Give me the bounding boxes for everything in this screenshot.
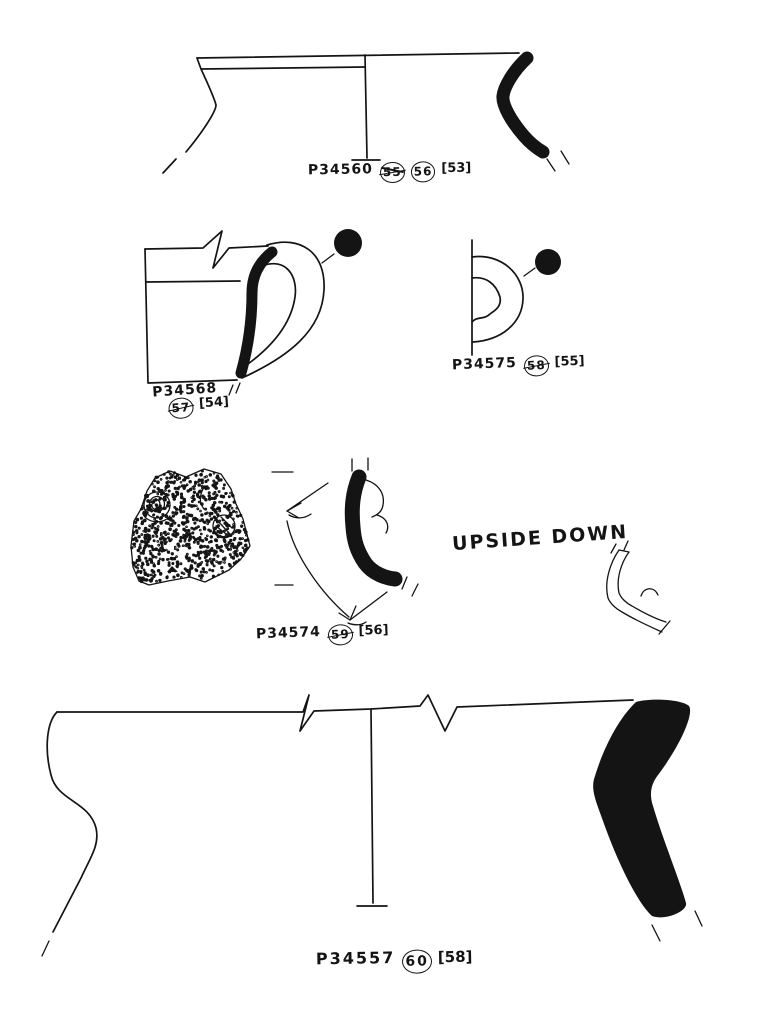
bracketed-number: [53]	[441, 160, 472, 177]
handle-outer-outline	[241, 241, 325, 379]
bottom-break-ticks	[401, 576, 419, 597]
sketch-outer-line	[606, 549, 663, 633]
figure-handle-fragment	[471, 239, 561, 356]
left-break-dash	[162, 158, 177, 174]
artifact-number: P34575	[451, 355, 518, 374]
bottom-break-dashes	[651, 910, 703, 942]
knob-spiral	[151, 498, 161, 510]
boss-shadow-arc	[212, 529, 231, 539]
scallop-arc-2	[376, 514, 389, 534]
top-break-ticks	[351, 457, 369, 472]
label-leader-barb	[349, 591, 388, 621]
label-arrow-flourish	[347, 621, 367, 626]
dot-leader-dash	[523, 267, 536, 277]
circled-number: 58	[523, 354, 550, 377]
handle-outer-arc	[471, 255, 524, 343]
circled-number: 55	[379, 161, 405, 184]
circled-number: 60	[402, 949, 433, 974]
artifact-label-p34557: P34557 60[58]	[316, 947, 473, 976]
figure-handled-mug	[144, 229, 362, 396]
break-dash	[546, 158, 556, 172]
scallop-arc-1	[365, 479, 385, 518]
artifact-number: P34557	[315, 947, 396, 969]
body-top-with-break	[144, 230, 269, 269]
figure-large-rim-profile	[41, 694, 703, 957]
bracketed-number: [55]	[554, 353, 585, 370]
section-fill-stroke	[496, 51, 550, 159]
circled-number: 57	[167, 396, 194, 420]
center-axis-line	[370, 708, 374, 904]
rim-inner-line	[200, 66, 366, 70]
boss-hatch	[215, 516, 233, 535]
sketch-bump-arc	[640, 588, 659, 597]
handle-inner-wobble	[471, 276, 502, 323]
bracketed-number: [56]	[358, 622, 389, 639]
left-profile-outline	[185, 57, 217, 153]
stipple-texture	[130, 469, 250, 584]
left-break-dash	[41, 940, 50, 957]
artifact-label-p34574: P34574 59[56]	[256, 622, 389, 649]
left-profile-outline	[46, 711, 98, 933]
body-rim-line	[145, 280, 241, 283]
body-outline	[144, 248, 238, 384]
section-fill-shape	[593, 699, 691, 918]
center-axis-line	[364, 54, 368, 159]
sketch-top-ticks	[610, 540, 629, 554]
crescent-mark	[199, 488, 205, 510]
circled-number: 56	[410, 161, 436, 183]
knob-outer-circle	[143, 491, 171, 519]
artifact-label-p34575: P34575 58[55]	[452, 353, 585, 380]
artifact-number: P34560	[307, 161, 374, 179]
handle-section-dot	[334, 229, 362, 257]
bracketed-number: [54]	[198, 394, 230, 412]
figure-decorated-sherd	[130, 457, 419, 626]
handle-section-dot	[535, 249, 561, 275]
bracketed-number: [58]	[437, 947, 473, 967]
artifact-number: P34574	[255, 624, 322, 643]
circled-number: 59	[327, 623, 354, 646]
rim-top-line-with-breaks	[56, 694, 634, 732]
break-dash	[560, 150, 570, 165]
knob-inner-circle	[148, 495, 166, 513]
handle-inner-outline	[247, 263, 297, 365]
knob-base-arc	[142, 513, 171, 523]
profile-section-fill	[344, 469, 403, 587]
triangle-mark	[167, 566, 178, 572]
label-arrow-head	[338, 605, 357, 621]
artifact-label-p34568: P34568 57[54]	[152, 379, 230, 420]
upside-down-sketch	[606, 540, 671, 635]
arrow-flourish	[288, 513, 312, 519]
figure-rim-profile-1	[162, 51, 570, 174]
label-leader-line	[286, 520, 350, 618]
orientation-arrow-head	[286, 502, 302, 519]
handle-break-marks	[228, 382, 241, 396]
sketch-inner-line	[617, 551, 667, 623]
dot-leader-dash	[321, 253, 335, 264]
rim-top-line	[196, 52, 520, 59]
orientation-arrow-line	[286, 482, 329, 512]
sketch-bottom-cap	[658, 620, 671, 635]
sketch-top-cap	[618, 549, 630, 553]
handle-section-fill	[235, 246, 278, 379]
